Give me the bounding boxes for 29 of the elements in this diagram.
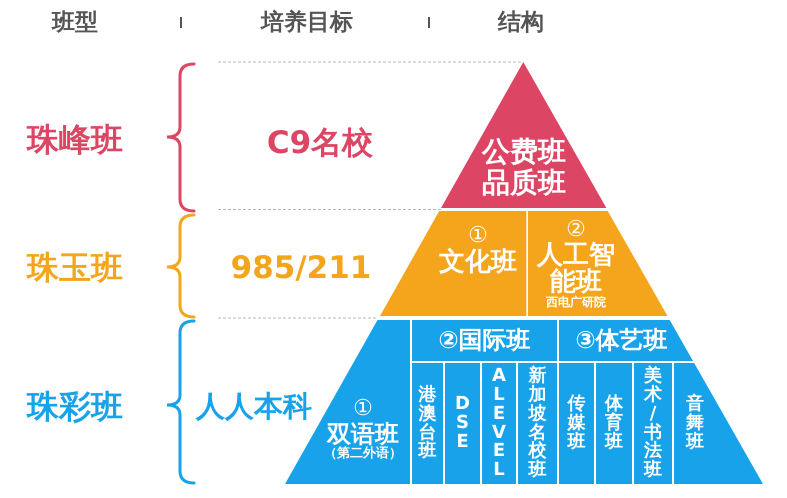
class-group-name: ③体艺班 bbox=[575, 327, 668, 354]
class-name: ALEVEL bbox=[491, 366, 507, 480]
column-heading: 培养目标 bbox=[261, 10, 353, 36]
class-tier-name: 珠彩班 bbox=[27, 389, 123, 425]
column-heading: 班型 bbox=[52, 10, 98, 36]
class-note: 西电广研院 bbox=[546, 296, 606, 310]
training-goal: C9名校 bbox=[266, 126, 374, 160]
class-name: 公费班 bbox=[482, 137, 566, 168]
class-tier-name: 珠峰班 bbox=[27, 122, 123, 158]
class-name: 传媒班 bbox=[568, 395, 586, 452]
class-name: 新加坡名校班 bbox=[528, 366, 546, 480]
training-goal: 985/211 bbox=[230, 250, 372, 286]
class-name: 音舞班 bbox=[686, 395, 704, 452]
class-name: 港澳台班 bbox=[418, 386, 436, 462]
circled-number: ① bbox=[468, 224, 488, 248]
class-name: 体育班 bbox=[605, 395, 623, 452]
class-name: 双语班 bbox=[327, 420, 399, 448]
class-name: DSE bbox=[454, 395, 471, 452]
column-heading: 结构 bbox=[498, 10, 544, 36]
class-group-name: ②国际班 bbox=[438, 327, 531, 354]
training-goal: 人人本科 bbox=[196, 391, 312, 423]
class-name: 人工智能班 bbox=[536, 242, 616, 296]
class-name: 品质班 bbox=[482, 168, 566, 199]
circled-number: ① bbox=[353, 396, 373, 421]
class-name: 文化班 bbox=[438, 248, 517, 277]
circled-number: ② bbox=[566, 218, 586, 242]
class-name: 美术/书法班 bbox=[644, 366, 662, 480]
class-tier-name: 珠玉班 bbox=[27, 250, 123, 286]
class-note: （第二外语） bbox=[324, 447, 402, 462]
